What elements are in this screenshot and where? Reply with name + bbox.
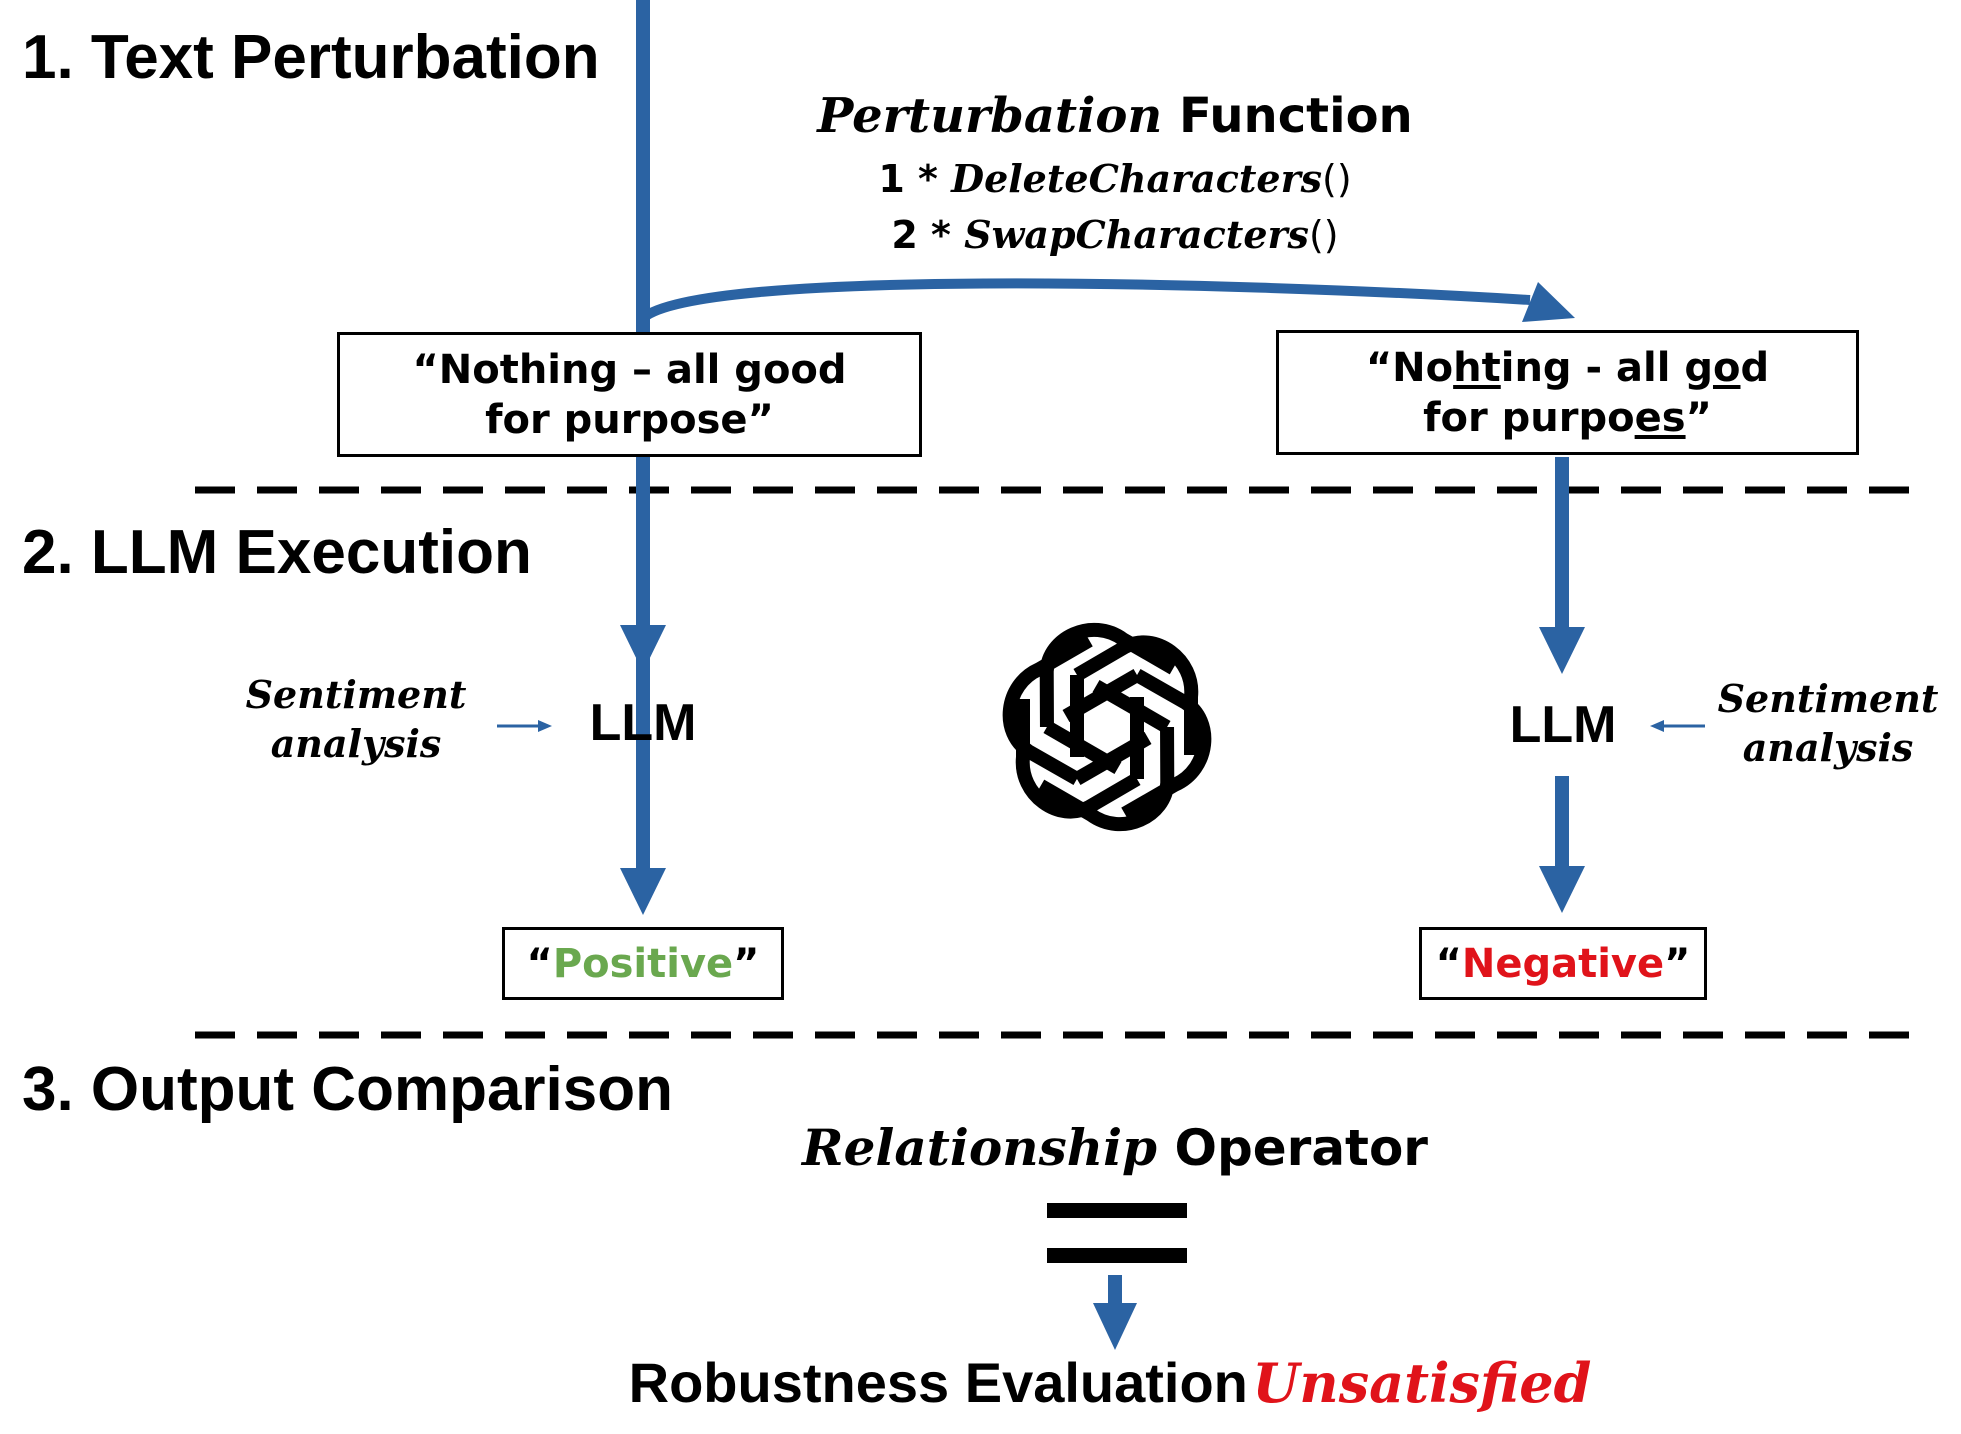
output-positive-text: “Positive” [527,939,760,989]
op2-parens: () [1308,213,1339,257]
original-text-box: “Nothing – all good for purpose” [337,332,922,457]
perturbation-arrowhead [1522,282,1575,322]
perturbation-arrow [639,278,1531,323]
op2-name: SwapCharacters [964,212,1309,257]
positive-close-quote: ” [733,940,760,987]
equals-bar-top [1047,1203,1187,1218]
perturbed-l1-deleted-marker: o [1712,344,1741,391]
output-box-negative: “Negative” [1419,927,1707,1000]
perturbed-text-box: “Nohting - all god for purpoes” [1276,330,1859,455]
output-positive-value: Positive [552,940,734,987]
perturbation-title-italic: Perturbation [817,88,1163,144]
perturbation-function-title: Perturbation Function [700,88,1530,144]
arrowhead-perturbed-to-llm [1539,627,1585,674]
perturbed-text-line1: “Nohting - all god [1366,343,1769,393]
perturbation-op-swap: 2 * SwapCharacters() [700,212,1530,257]
negative-close-quote: ” [1664,940,1691,987]
robustness-result-value: Unsatisfied [1252,1351,1592,1415]
perturbed-l1-a: “No [1365,344,1454,391]
op1-count: 1 * [878,157,938,201]
arrowhead-llm-to-negative [1539,866,1585,913]
section-title-output-comparison: 3. Output Comparison [22,1055,673,1124]
perturbed-l2-a: for purpo [1423,394,1635,441]
equals-bar-bottom [1047,1248,1187,1263]
perturbation-title-rest: Function [1178,88,1413,144]
output-negative-text: “Negative” [1436,939,1691,989]
llm-right-label: LLM [1509,696,1617,754]
op1-name: DeleteCharacters [951,156,1322,201]
output-box-positive: “Positive” [502,927,784,1000]
relationship-italic: Relationship [802,1118,1158,1177]
task-left-line1: Sentiment [245,672,467,717]
task-label-right: Sentiment analysis [1708,674,1948,773]
task-label-left: Sentiment analysis [236,670,476,769]
perturbation-op-delete: 1 * DeleteCharacters() [700,156,1530,201]
perturbed-l1-b: ing - all g [1500,344,1713,391]
negative-open-quote: “ [1435,940,1462,987]
perturbed-l2-swapped: es [1634,394,1686,441]
perturbed-text-line2: for purpoes” [1423,393,1712,443]
perturbed-l1-c: d [1740,344,1770,391]
perturbed-l1-swapped: ht [1453,344,1501,391]
section-title-text-perturbation: 1. Text Perturbation [22,23,600,92]
arrowhead-task-to-left-llm [538,720,552,732]
positive-open-quote: “ [526,940,553,987]
perturbed-l2-b: ” [1685,394,1712,441]
robustness-result: Robustness Evaluation Unsatisfied [560,1350,1660,1415]
arrowhead-llm-to-positive [620,868,666,915]
task-right-line1: Sentiment [1717,676,1939,721]
section-title-llm-execution: 2. LLM Execution [22,518,532,587]
relationship-operator-title: Relationship Operator [700,1118,1530,1177]
task-right-line2: analysis [1742,725,1914,771]
robustness-result-prefix: Robustness Evaluation [628,1351,1248,1414]
op2-count: 2 * [891,213,951,257]
output-negative-value: Negative [1461,940,1665,987]
arrowhead-task-to-right-llm [1650,720,1664,732]
llm-left-label: LLM [589,694,697,752]
relationship-rest: Operator [1174,1119,1428,1177]
task-left-line2: analysis [270,721,442,767]
original-text-line2: for purpose” [485,396,774,443]
original-text-line1: “Nothing – all good [412,346,847,393]
openai-logo-icon [992,612,1223,843]
op1-parens: () [1322,157,1352,201]
arrowhead-operator-to-result [1093,1303,1137,1350]
